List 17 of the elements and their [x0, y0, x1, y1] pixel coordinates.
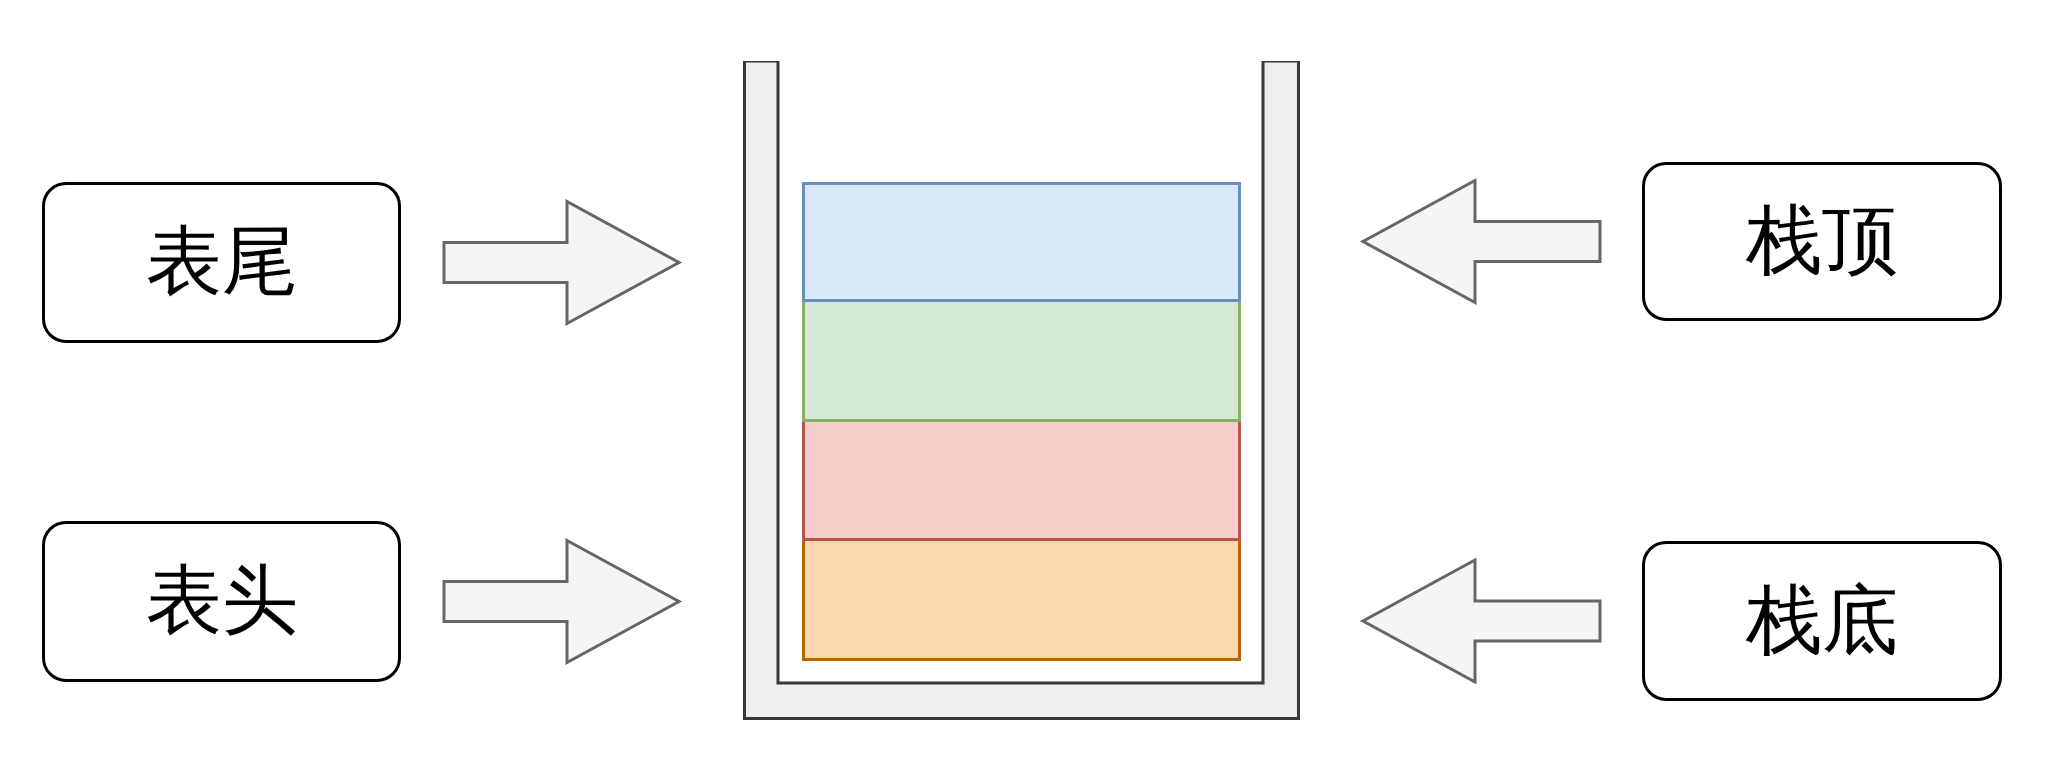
- stack-container: [743, 61, 1300, 720]
- label-box: [1642, 162, 2002, 321]
- label-text: 栈顶: [1746, 194, 1898, 286]
- block-arrow: [442, 537, 683, 666]
- label-text: 表尾: [145, 215, 298, 307]
- label-box: [42, 182, 401, 343]
- stack-element: [802, 302, 1241, 422]
- block-arrow: [442, 198, 683, 327]
- stack-element: [802, 541, 1241, 661]
- label-box: [42, 521, 401, 682]
- stack-element: [802, 422, 1241, 541]
- label-text: 栈底: [1746, 573, 1898, 666]
- label-box: [1642, 541, 2002, 701]
- block-arrow: [1359, 557, 1602, 685]
- stack-element: [802, 182, 1241, 302]
- label-text: 表头: [145, 554, 298, 646]
- block-arrow: [1359, 177, 1602, 306]
